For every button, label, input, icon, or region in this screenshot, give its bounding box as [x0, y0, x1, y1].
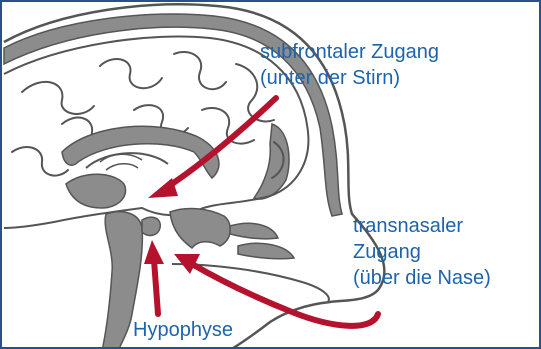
nasal-conchae [230, 223, 294, 258]
hypophyse-label: Hypophyse [133, 317, 233, 343]
pituitary-gland [142, 217, 160, 235]
fornix [86, 153, 168, 168]
sphenoid-sinus [170, 209, 230, 248]
transnasal-label-line-2: Zugang [353, 239, 491, 265]
transnasal-label-line-1: transnasaler [353, 213, 491, 239]
brain-gyri [12, 52, 284, 178]
subfrontal-label-line-1: subfrontaler Zugang [260, 39, 439, 65]
subfrontal-label-line-2: (unter der Stirn) [260, 65, 439, 91]
thalamus [66, 174, 126, 208]
transnasal-label-line-3: (über die Nase) [353, 265, 491, 291]
transnasal-approach-label: transnasaler Zugang (über die Nase) [353, 213, 491, 291]
hypophyse-pointer-arrow [144, 240, 164, 314]
subfrontal-approach-label: subfrontaler Zugang (unter der Stirn) [260, 39, 439, 91]
